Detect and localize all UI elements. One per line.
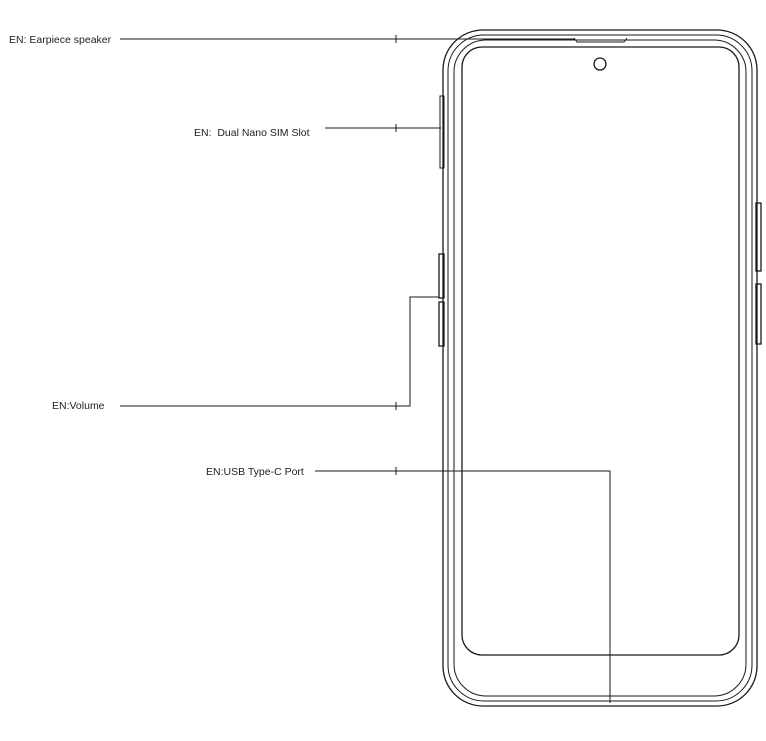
front-camera [593, 57, 607, 71]
phone-frame-outline [447, 34, 753, 702]
phone-body [442, 29, 758, 707]
sim-slot-tray [439, 95, 445, 169]
power-button [755, 283, 762, 345]
left-side-keys [438, 95, 445, 347]
right-key-upper [755, 202, 762, 272]
phone-bezel-outline [453, 39, 747, 697]
phone-screen [461, 46, 740, 656]
callout-earpiece-speaker: EN: Earpiece speaker [9, 34, 112, 46]
usb-leader [315, 470, 611, 703]
volume-leader [120, 296, 439, 407]
callout-volume: EN:Volume [52, 400, 105, 412]
leader-lines [120, 35, 611, 703]
earpiece-speaker [573, 37, 628, 43]
callout-usb-type-c-port: EN:USB Type-C Port [206, 466, 304, 478]
right-side-keys [755, 202, 762, 345]
callout-labels: EN: Earpiece speaker EN: Dual Nano SIM S… [9, 34, 310, 478]
volume-up-button [438, 253, 445, 299]
volume-down-button [438, 301, 445, 347]
callout-dual-nano-sim-slot: EN: Dual Nano SIM Slot [194, 127, 310, 139]
phone-outer-outline [442, 29, 758, 707]
